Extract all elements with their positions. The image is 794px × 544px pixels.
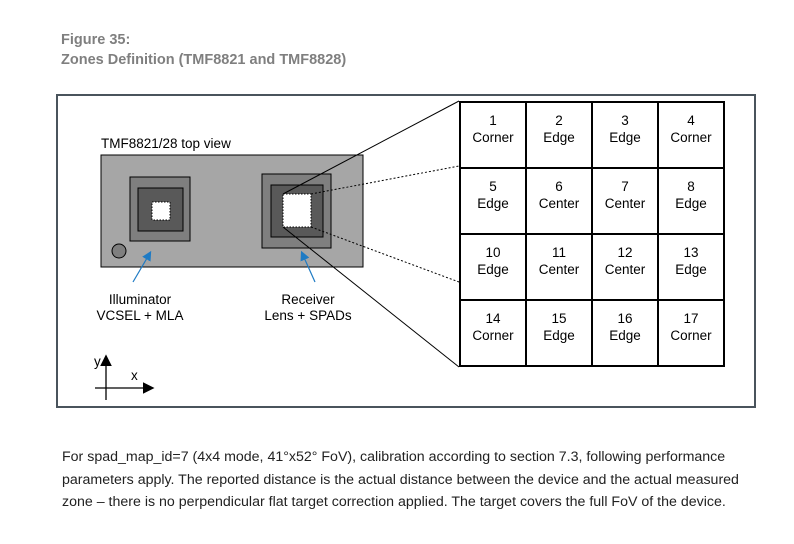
- zone-id: 11: [551, 245, 566, 260]
- zone-type: Edge: [477, 262, 509, 277]
- zone-id: 15: [551, 311, 567, 326]
- zone-id: 8: [687, 179, 695, 194]
- zone-id: 12: [617, 245, 633, 260]
- zone-type: Center: [604, 196, 646, 211]
- zone-type: Corner: [670, 328, 712, 343]
- receiver-aperture: [282, 193, 312, 228]
- zone-type: Center: [604, 262, 646, 277]
- figure-number: Figure 35:: [61, 32, 131, 48]
- zone-id: 7: [621, 179, 629, 194]
- receiver-pointer-arrow: [300, 250, 316, 283]
- zone-type: Corner: [670, 130, 712, 145]
- zone-type: Edge: [675, 262, 707, 277]
- zone-id: 6: [555, 179, 563, 194]
- zone-id: 3: [621, 113, 629, 128]
- zone-type: Corner: [472, 130, 514, 145]
- illuminator-pointer-arrow: [132, 250, 152, 283]
- zone-id: 14: [485, 311, 501, 326]
- zone-id: 2: [555, 113, 563, 128]
- zone-type: Edge: [675, 196, 707, 211]
- zone-id: 5: [489, 179, 497, 194]
- receiver-label-line1: Receiver: [281, 292, 335, 307]
- receiver-label: Receiver Lens + SPADs: [238, 292, 378, 324]
- projection-line-top: [282, 100, 460, 195]
- projection-dotted-top: [310, 165, 460, 195]
- receiver-label-line2: Lens + SPADs: [264, 308, 352, 323]
- zone-type: Edge: [609, 328, 641, 343]
- zone-type: Edge: [609, 130, 641, 145]
- zone-id: 1: [489, 113, 497, 128]
- x-axis-label: x: [131, 368, 138, 383]
- illuminator-label: Illuminator VCSEL + MLA: [70, 292, 210, 324]
- zone-id: 4: [687, 113, 695, 128]
- projection-line-bottom: [282, 226, 460, 368]
- figure-frame: [56, 94, 756, 408]
- zone-id: 13: [683, 245, 699, 260]
- zone-type: Center: [538, 196, 580, 211]
- zone-type: Edge: [543, 328, 575, 343]
- zone-type: Corner: [472, 328, 514, 343]
- zone-id: 16: [617, 311, 633, 326]
- pin1-marker: [111, 243, 127, 259]
- illuminator-label-line1: Illuminator: [108, 292, 172, 307]
- zone-id: 17: [683, 311, 699, 326]
- illuminator-label-line2: VCSEL + MLA: [96, 308, 184, 323]
- device-view-label: TMF8821/28 top view: [101, 136, 231, 151]
- figure-title: Zones Definition (TMF8821 and TMF8828): [61, 52, 347, 68]
- zone-id: 10: [485, 245, 501, 260]
- y-axis-label: y: [94, 354, 101, 369]
- illuminator-aperture: [151, 201, 171, 221]
- zone-type: Center: [538, 262, 580, 277]
- figure-caption: Figure 35: Zones Definition (TMF8821 and…: [61, 30, 346, 70]
- zone-type: Edge: [477, 196, 509, 211]
- body-paragraph: For spad_map_id=7 (4x4 mode, 41°x52° FoV…: [62, 449, 739, 510]
- zone-type: Edge: [543, 130, 575, 145]
